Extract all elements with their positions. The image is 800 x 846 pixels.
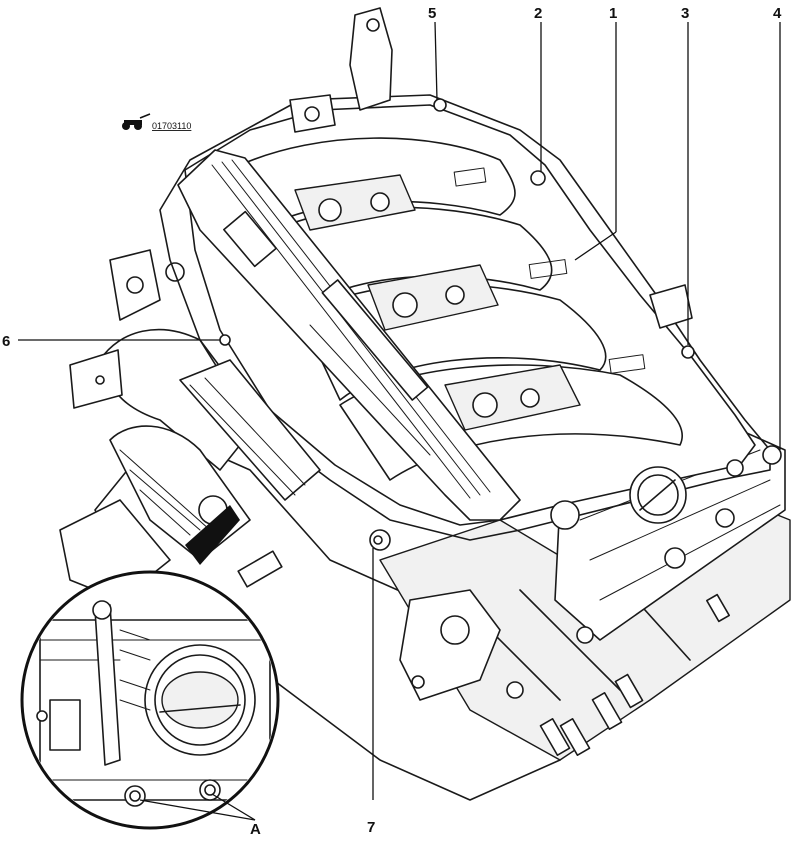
- bolt-boss-5: [433, 98, 447, 112]
- throttle-area: [179, 359, 391, 588]
- callout-A: A: [250, 821, 261, 838]
- callout-4: 4: [773, 5, 782, 22]
- callout-5: 5: [428, 5, 436, 22]
- callout-3: 3: [681, 5, 689, 22]
- runner-logos: [453, 167, 646, 374]
- magnifier-pointer: [185, 505, 240, 565]
- detail-magnifier: [20, 570, 280, 830]
- bolt-boss-2: [530, 170, 546, 186]
- stud-bolts: [539, 593, 730, 757]
- callout-1: 1: [609, 5, 617, 22]
- callout-leaders: [18, 21, 781, 821]
- figure-code-text: 01703110: [152, 121, 191, 131]
- figure-code: 01703110: [122, 113, 191, 131]
- callout-6: 6: [2, 333, 10, 350]
- oil-filler-cap: [550, 466, 735, 644]
- camera-icon: [122, 113, 151, 130]
- top-bracket: [289, 7, 393, 133]
- plenum-cover: [177, 149, 521, 521]
- injector-pockets: [294, 174, 581, 431]
- callout-7: 7: [367, 819, 375, 836]
- bolt-boss-3: [681, 345, 695, 359]
- callout-labels: 5 2 1 3 4 6 7 A: [2, 5, 782, 838]
- callout-2: 2: [534, 5, 542, 22]
- bolt-boss-4: [726, 459, 744, 477]
